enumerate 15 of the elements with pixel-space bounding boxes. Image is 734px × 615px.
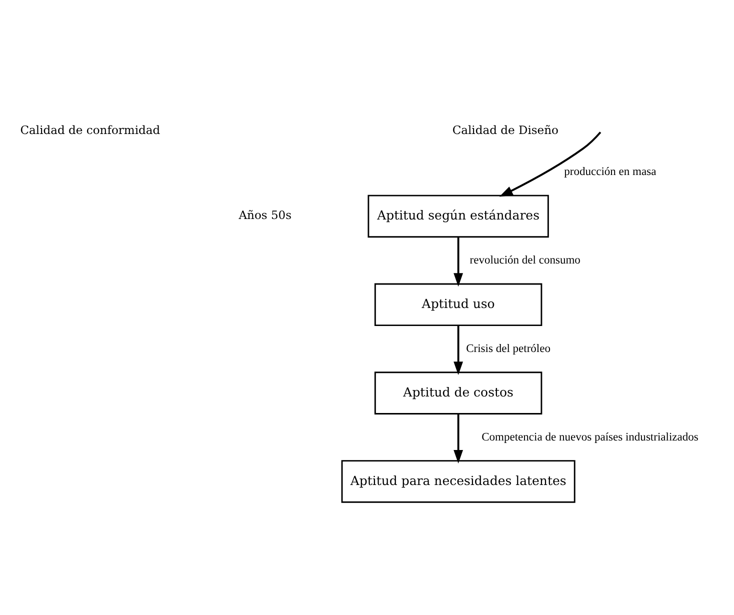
label: Años 50s [238,208,292,222]
node-box: Aptitud para necesidades latentes [341,460,576,502]
node-box: Aptitud uso [374,282,542,326]
label: Calidad de Diseño [452,122,558,137]
label: Calidad de conformidad [20,122,160,137]
node-box: Aptitud según estándares [368,194,549,238]
edge-label: revolución del consumo [470,254,580,266]
edge-label: Competencia de nuevos países industrializados [482,430,698,443]
arrow [454,414,464,463]
arrow [454,325,464,375]
edge-label: producción en masa [564,165,656,178]
edge-label: Crisis del petróleo [466,342,551,354]
node-box: Aptitud de costos [374,371,542,414]
arrow [499,131,602,196]
arrow [454,236,464,286]
